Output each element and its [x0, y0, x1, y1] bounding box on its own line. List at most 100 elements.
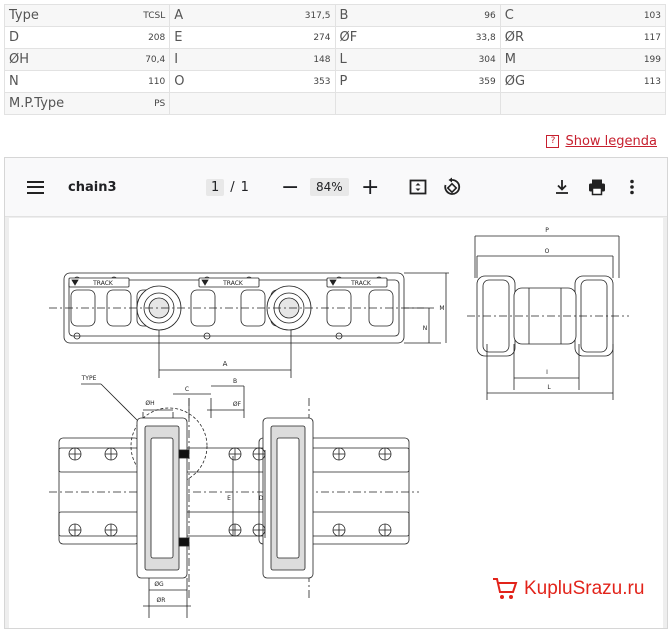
spec-value: 110: [148, 77, 166, 87]
spec-cell: ØG 113: [499, 70, 667, 93]
spec-value: 353: [313, 77, 331, 87]
zoom-level-value: 84%: [310, 178, 349, 196]
page-number-input[interactable]: 1: [206, 178, 225, 196]
spec-value: 148: [313, 55, 331, 65]
pdf-toolbar: chain3 1 / 1 − 84% +: [5, 158, 667, 217]
drawing-shape: [178, 449, 190, 459]
spec-value: 199: [643, 55, 661, 65]
spec-cell: [499, 92, 667, 115]
detail-circle: [130, 407, 208, 485]
print-button[interactable]: [588, 158, 606, 216]
spec-key: Type: [9, 8, 39, 23]
fit-page-icon: [409, 179, 427, 195]
dimension-label: P: [545, 227, 549, 234]
spec-cell: I 148: [169, 48, 336, 71]
print-icon: [589, 179, 605, 196]
spec-value: 113: [643, 77, 661, 87]
spec-key: I: [174, 52, 179, 67]
spec-key: E: [174, 30, 183, 45]
spec-cell: N 110: [3, 70, 171, 93]
brand-label: TRACK: [350, 280, 372, 287]
brand-label: TRACK: [222, 280, 244, 287]
drawing-shape: [150, 437, 174, 559]
brand-label: TRACK: [92, 280, 114, 287]
dimension-label: ØH: [145, 400, 154, 407]
question-box-icon: ?: [546, 134, 560, 148]
drawing-circle: [73, 332, 81, 340]
spec-cell: C 103: [499, 4, 667, 27]
drawing-shape: [326, 277, 388, 288]
spec-key: M.P.Type: [9, 96, 65, 111]
drawing-line: [100, 383, 138, 421]
spec-key: D: [9, 30, 20, 45]
spec-key: A: [174, 8, 184, 23]
dimension-label: B: [233, 378, 237, 385]
spec-cell: L 304: [334, 48, 501, 71]
zoom-out-icon: −: [281, 174, 300, 200]
spec-value: 208: [148, 33, 166, 43]
spec-value: 117: [643, 33, 661, 43]
spec-key: N: [9, 74, 19, 89]
menu-icon: [27, 180, 44, 194]
spec-cell: [169, 92, 336, 115]
spec-value: 96: [484, 11, 496, 21]
spec-key: M: [504, 52, 516, 67]
spec-cell: Type TCSL: [3, 4, 171, 27]
dimension-label: I: [546, 369, 548, 376]
spec-value: 317,5: [304, 11, 331, 21]
spec-key: ØG: [504, 74, 526, 89]
watermark: KupluSrazu.ru: [492, 577, 644, 601]
show-legenda-label: Show legenda: [565, 133, 657, 149]
spec-value: 33,8: [475, 33, 496, 43]
zoom-in-button[interactable]: +: [361, 158, 379, 216]
dimension-label: C: [185, 386, 189, 393]
more-vert-icon: [630, 179, 634, 195]
more-options-button[interactable]: [629, 158, 635, 216]
spec-key: P: [339, 74, 348, 89]
drawing-shape: [178, 537, 190, 547]
download-button[interactable]: [554, 158, 570, 216]
drawing-shape: [276, 437, 300, 559]
pdf-viewer: chain3 1 / 1 − 84% +: [4, 157, 668, 629]
dimension-label: M: [439, 305, 444, 312]
page-separator: /: [230, 179, 235, 195]
dimension-label: ØF: [233, 401, 242, 408]
spec-key: ØH: [9, 52, 30, 67]
download-icon: [556, 180, 568, 194]
watermark-text: KupluSrazu.ru: [524, 578, 645, 599]
dimension-label: E: [227, 495, 231, 502]
dimension-label: ØG: [154, 581, 164, 588]
rotate-button[interactable]: [442, 158, 462, 216]
spec-value: 304: [478, 55, 496, 65]
zoom-level[interactable]: 84%: [310, 158, 349, 216]
zoom-in-icon: +: [361, 174, 380, 200]
document-title: chain3: [68, 179, 117, 195]
spec-cell: M 199: [499, 48, 667, 71]
rotate-icon: [444, 177, 461, 195]
spec-key: C: [504, 8, 514, 23]
drawing-circle: [335, 332, 343, 340]
cart-icon: [493, 578, 518, 599]
spec-cell: D 208: [3, 26, 171, 49]
zoom-out-button[interactable]: −: [281, 158, 299, 216]
spec-value: TCSL: [143, 11, 166, 21]
fit-page-button[interactable]: [409, 158, 427, 216]
spec-value: 103: [643, 11, 661, 21]
show-legenda-link[interactable]: ? Show legenda: [546, 132, 657, 150]
page-indicator: 1 / 1: [206, 158, 249, 216]
dimension-label: N: [423, 325, 428, 332]
spec-key: L: [339, 52, 347, 67]
menu-button[interactable]: [27, 158, 47, 216]
spec-cell: A 317,5: [169, 4, 336, 27]
